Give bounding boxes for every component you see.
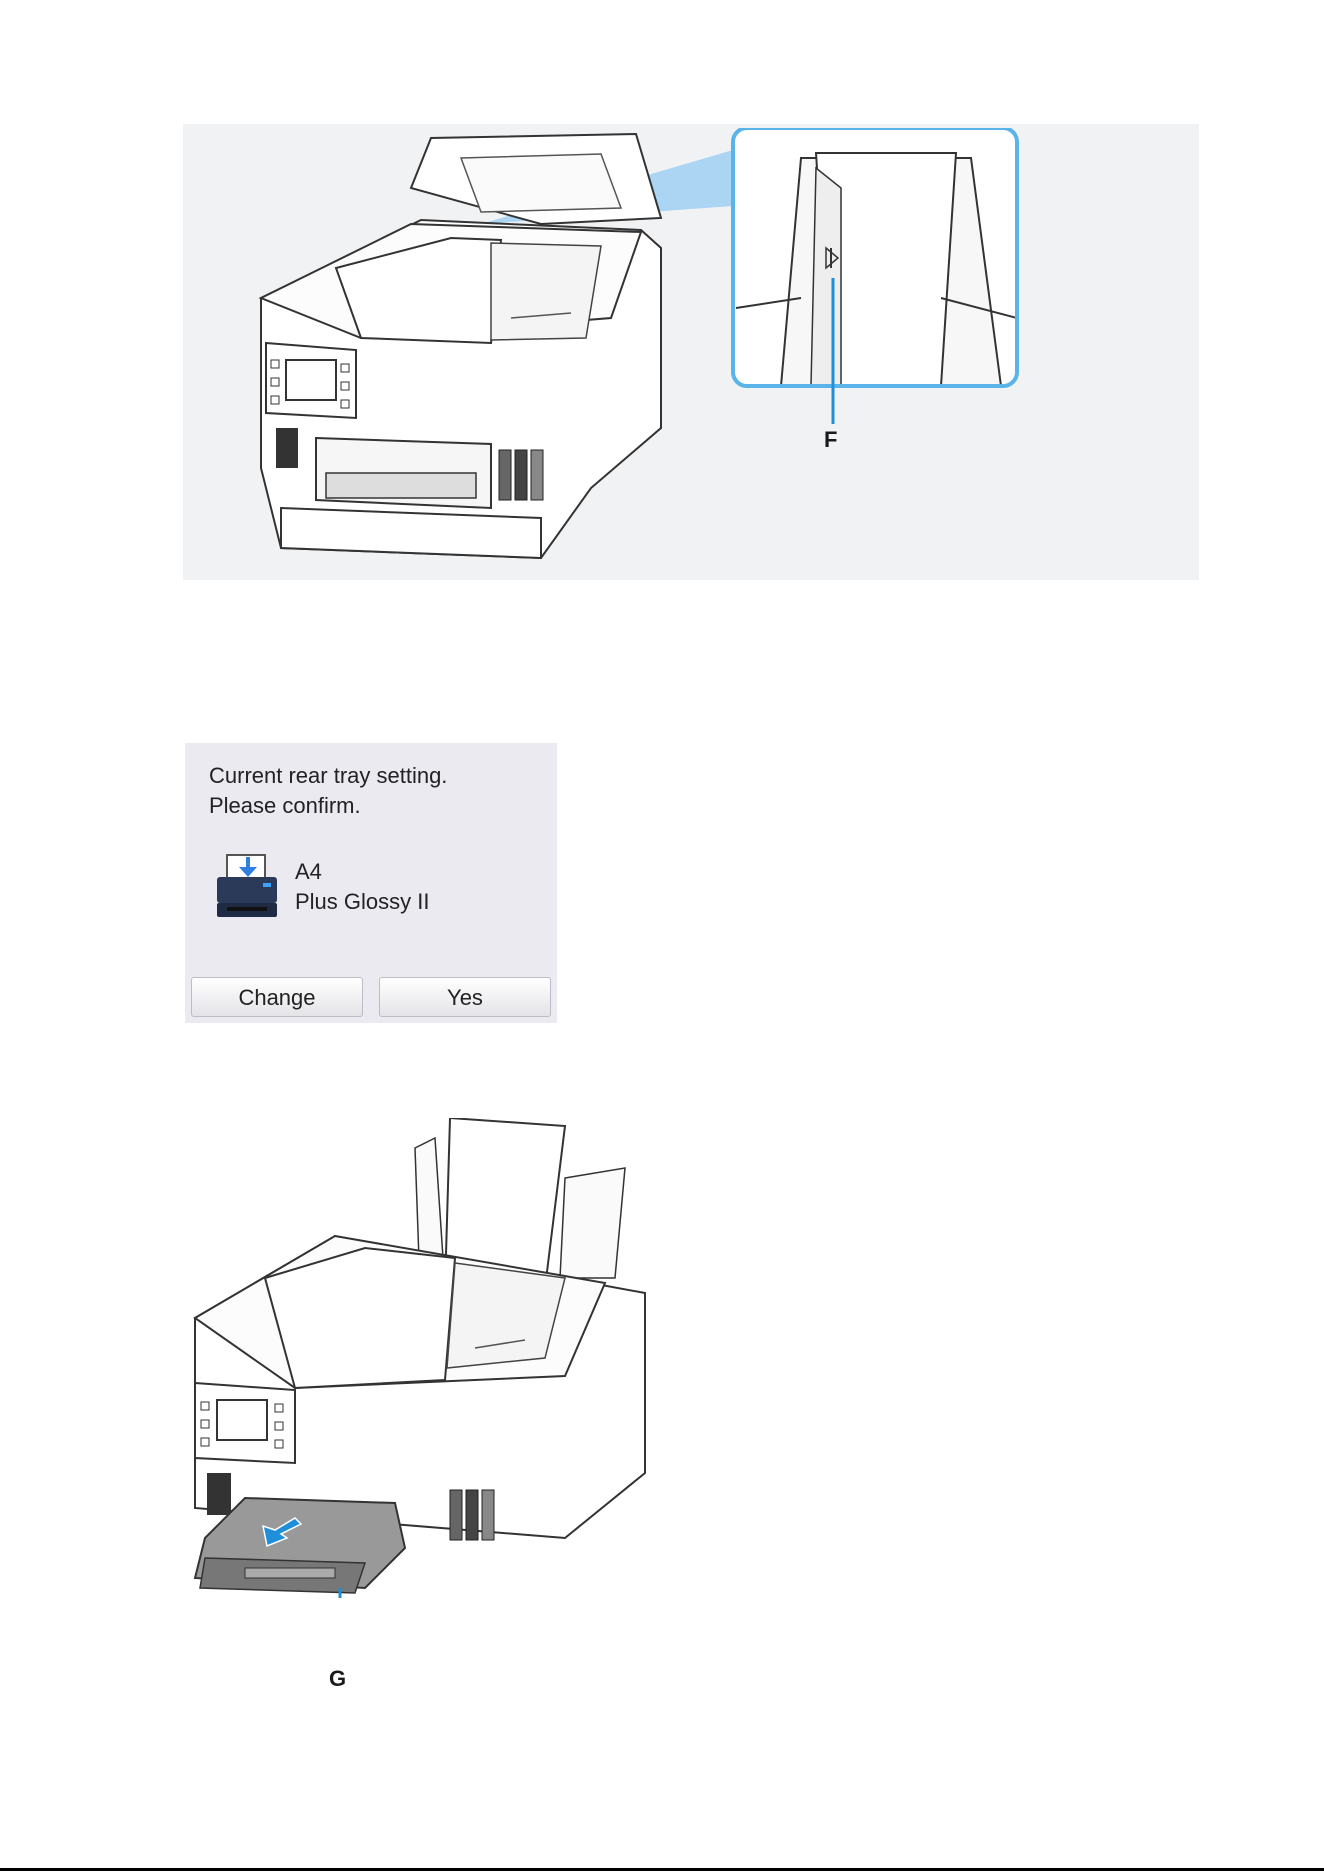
page-bottom-edge [0,1866,1324,1872]
callout-label-f: F [824,427,837,453]
dialog-message: Current rear tray setting. Please confir… [209,761,447,821]
change-button[interactable]: Change [191,977,363,1017]
printer-drawing [241,128,1141,576]
printer-output-tray-illustration: G [185,1118,655,1698]
media-type: Plus Glossy II [295,887,429,917]
rear-tray-setting-dialog: Current rear tray setting. Please confir… [185,743,557,1023]
message-line-1: Current rear tray setting. [209,761,447,791]
rear-tray-printer-icon [213,853,283,923]
message-line-2: Please confirm. [209,791,447,821]
callout-label-g: G [329,1666,346,1692]
paper-size: A4 [295,857,429,887]
paper-settings: A4 Plus Glossy II [295,857,429,917]
yes-button[interactable]: Yes [379,977,551,1017]
printer-drawing-output [185,1118,655,1598]
printer-rear-tray-illustration: F [183,124,1199,580]
